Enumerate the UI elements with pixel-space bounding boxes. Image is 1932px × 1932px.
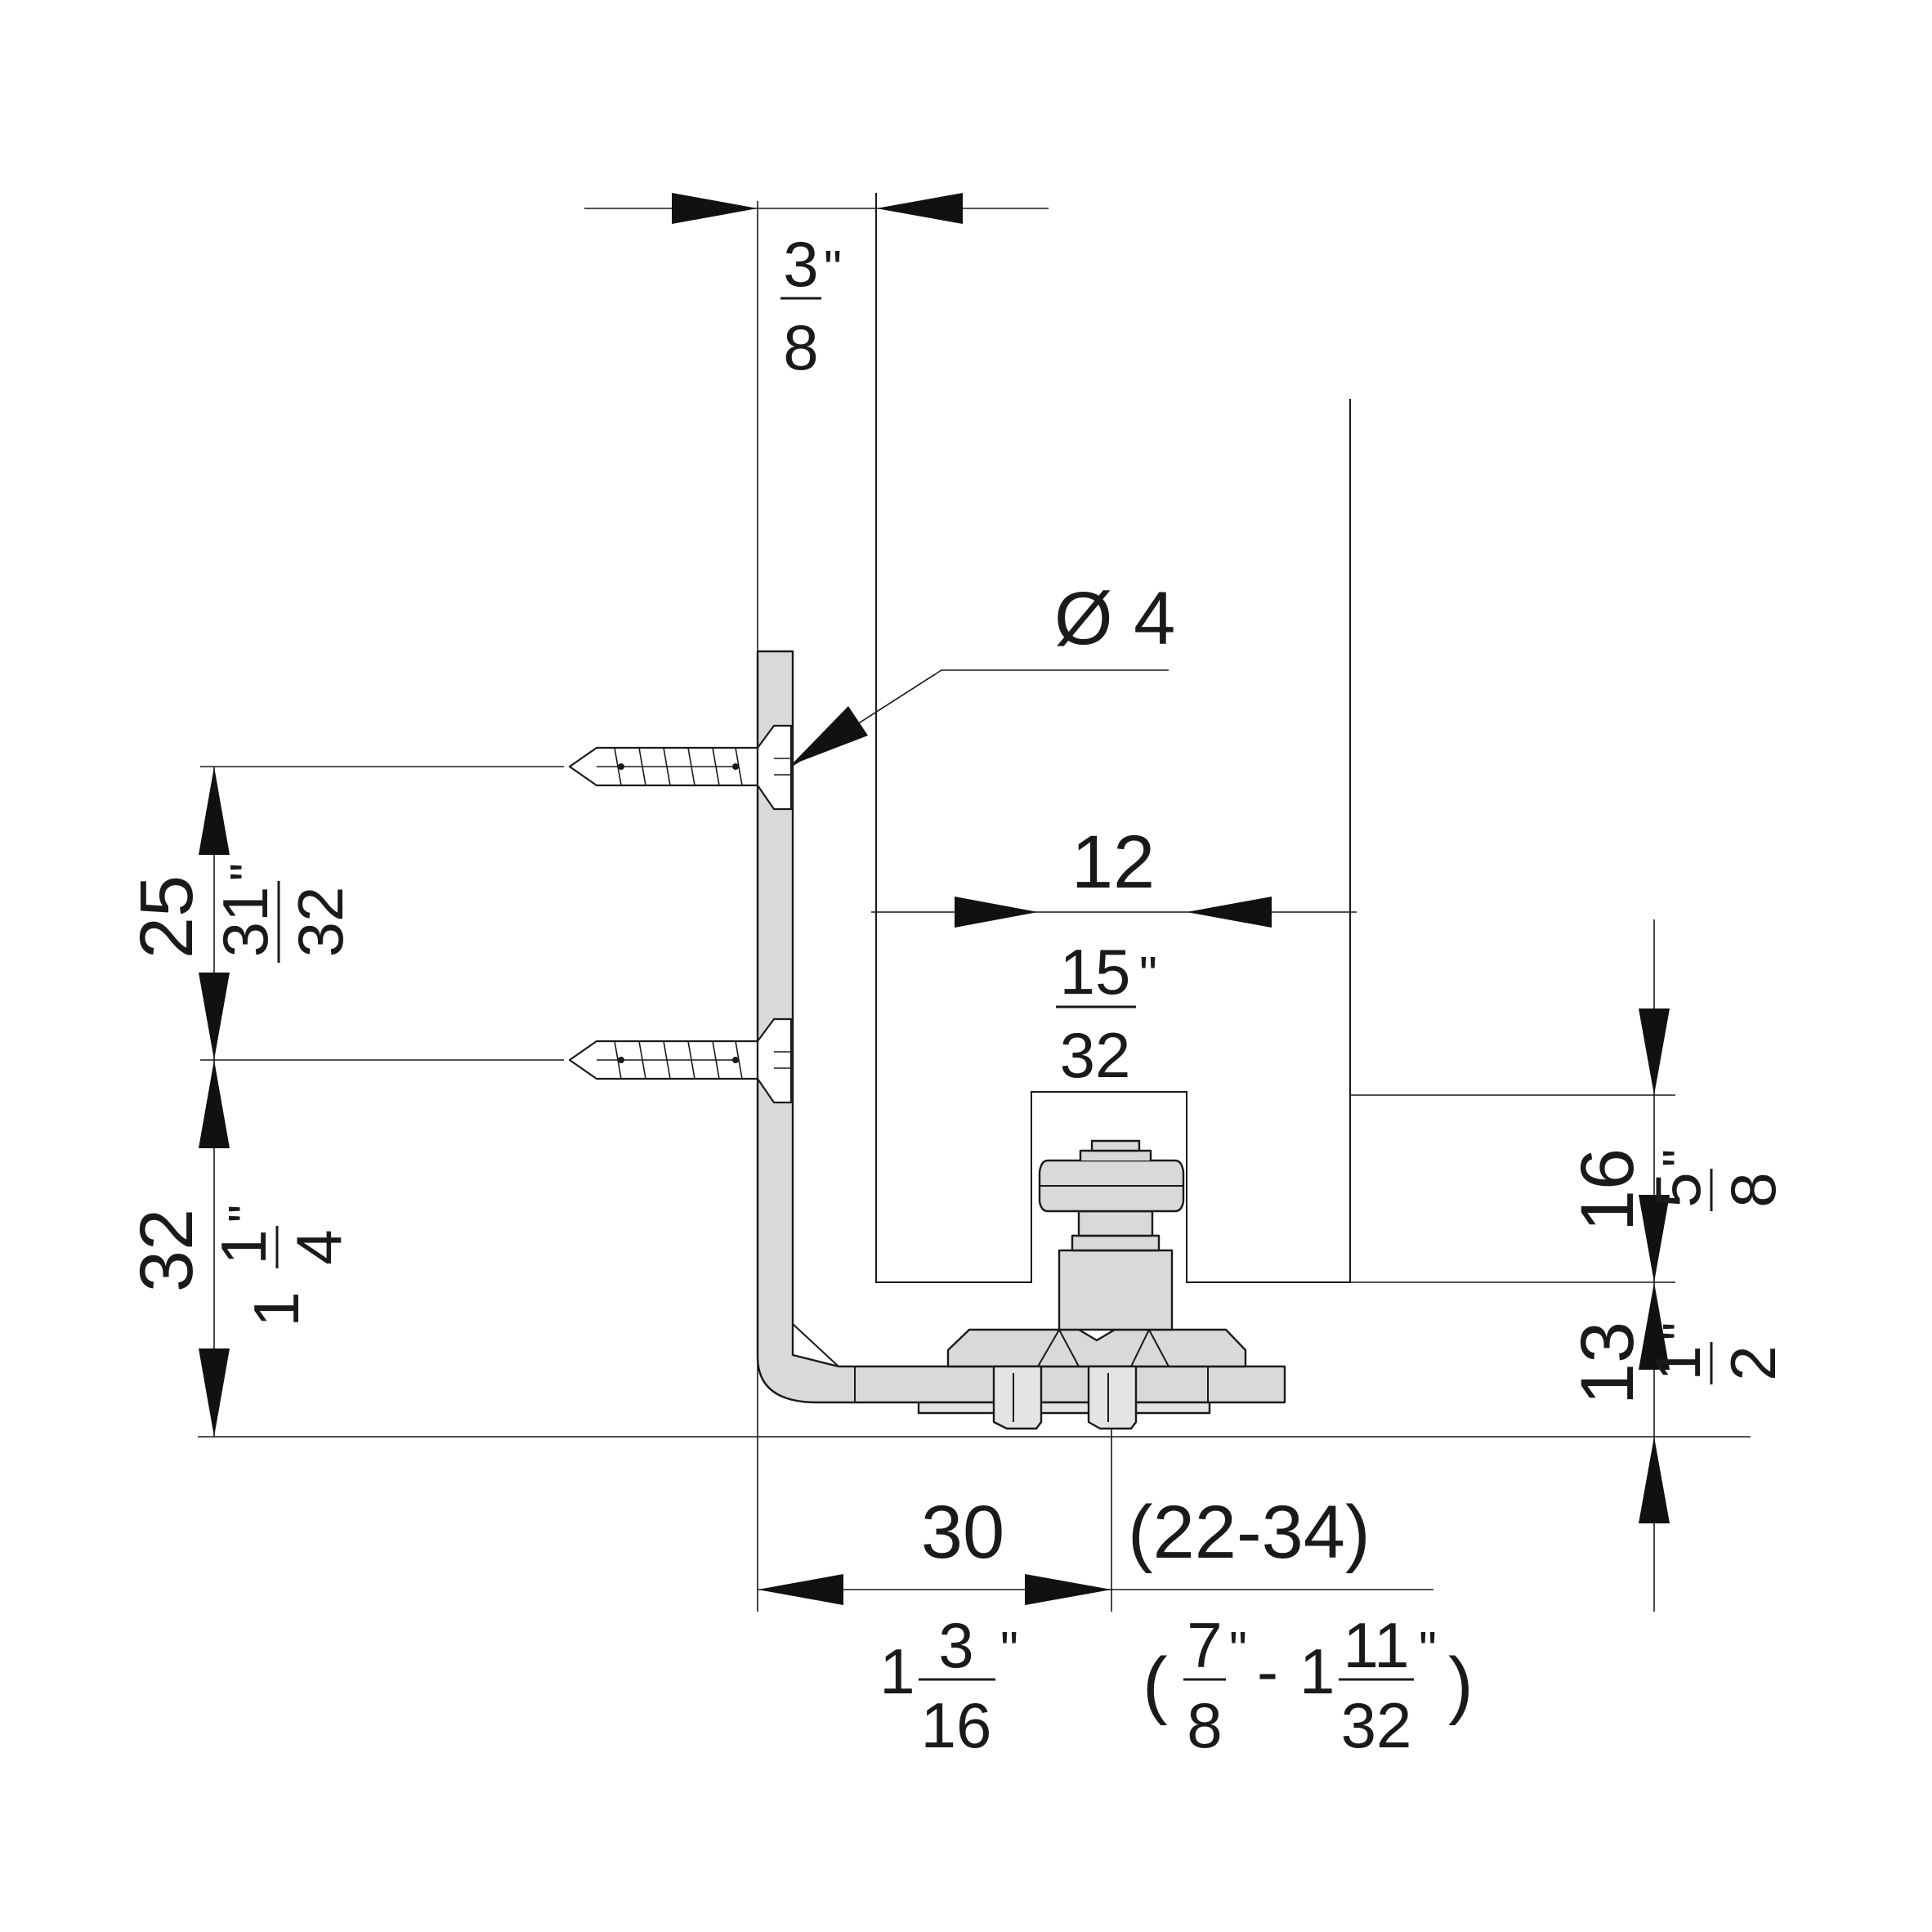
arrow-bottom-left xyxy=(758,1574,843,1605)
dim-screw-diameter: Ø 4 xyxy=(1054,577,1175,660)
dim-bottom-range-close: ) xyxy=(1448,1643,1474,1726)
arrow-top-left xyxy=(672,193,758,224)
dim-slot-width-unit: " xyxy=(1139,947,1157,1004)
dim-bottom-range-dash: - xyxy=(1257,1635,1278,1707)
dim-lower-screw-height: 32 xyxy=(125,1209,208,1292)
dim-right-lower-frac: 1 2 " xyxy=(1642,1322,1789,1384)
dim-lower-screw-height-num: 1 xyxy=(208,1229,280,1264)
dim-right-upper-mm: 16 xyxy=(1566,1148,1649,1232)
dim-lower-screw-height-mm: 32 xyxy=(125,1209,208,1292)
arrow-slot-left xyxy=(955,897,1038,928)
dim-slot-width-mm: 12 xyxy=(1071,821,1155,904)
dim-bottom-offset-whole: 1 xyxy=(879,1635,915,1707)
dim-right-lower-mm: 13 xyxy=(1566,1322,1649,1405)
dim-bottom-range: (22-34) ( 7 8 " - 1 11 32 " ) xyxy=(1128,1491,1474,1761)
arrow-slot-right xyxy=(1187,897,1272,928)
arrow-right-13-top xyxy=(1639,1282,1670,1370)
dim-screw-spacing-frac: 31 32 " xyxy=(209,863,356,963)
arrow-left-25-top xyxy=(199,767,230,855)
arrow-left-32-top xyxy=(199,1060,230,1148)
dim-right-upper: 16 xyxy=(1566,1148,1649,1232)
dim-right-lower: 13 xyxy=(1566,1322,1649,1405)
dim-bottom-range-b-num: 11 xyxy=(1344,1609,1410,1681)
dim-bottom-range-a-num: 7 xyxy=(1187,1609,1222,1681)
dim-screw-spacing-num: 31 xyxy=(209,887,281,958)
dim-bottom-offset-mm: 30 xyxy=(921,1491,1004,1574)
dim-right-upper-den: 8 xyxy=(1717,1172,1789,1207)
dim-bottom-range-b-unit: " xyxy=(1419,1622,1437,1679)
dim-bottom-range-mm: (22-34) xyxy=(1128,1491,1371,1574)
dim-bottom-offset-num: 3 xyxy=(938,1609,973,1681)
arrow-right-16-top xyxy=(1639,1008,1670,1095)
arrow-right-13-bottom xyxy=(1639,1437,1670,1523)
dim-slot-width-den: 32 xyxy=(1060,1019,1131,1091)
upper-screw xyxy=(568,724,793,811)
arrow-leader-diameter xyxy=(791,706,868,765)
dim-lower-screw-height-frac: 1 1 4 " xyxy=(208,1205,355,1327)
dim-screw-spacing-unit: " xyxy=(221,863,277,881)
dim-right-upper-num: 5 xyxy=(1642,1172,1714,1207)
dim-lower-screw-height-unit: " xyxy=(219,1205,275,1223)
dim-bottom-range-a-unit: " xyxy=(1229,1622,1247,1679)
arrow-top-right xyxy=(876,193,963,224)
dim-right-upper-unit: " xyxy=(1653,1149,1710,1167)
arrow-right-16-bottom xyxy=(1639,1195,1670,1282)
dim-screw-spacing-den: 32 xyxy=(284,887,356,958)
dimension-arrows xyxy=(199,193,1670,1605)
dim-slot-width: 12 15 32 " xyxy=(1056,821,1157,1091)
dim-bottom-range-open: ( xyxy=(1143,1643,1168,1726)
arrow-left-32-bottom xyxy=(199,1348,230,1437)
dim-top-width-den: 8 xyxy=(783,311,818,383)
dim-slot-width-num: 15 xyxy=(1060,936,1131,1008)
dim-right-upper-frac: 5 8 " xyxy=(1642,1149,1789,1211)
dim-right-lower-num: 1 xyxy=(1642,1345,1714,1380)
dim-bottom-range-b-whole: 1 xyxy=(1299,1635,1335,1707)
dim-right-lower-unit: " xyxy=(1653,1322,1710,1340)
dim-lower-screw-height-whole: 1 xyxy=(240,1291,312,1326)
dim-screw-spacing: 25 xyxy=(125,875,208,959)
dim-top-width-num: 3 xyxy=(783,228,818,300)
dim-lower-screw-height-den: 4 xyxy=(283,1229,355,1264)
arrow-bottom-right xyxy=(1025,1574,1111,1605)
dim-bottom-offset-den: 16 xyxy=(921,1689,992,1761)
dim-bottom-range-a-den: 8 xyxy=(1187,1689,1222,1761)
lower-screw xyxy=(568,1017,793,1104)
dim-bottom-offset-unit: " xyxy=(1000,1622,1018,1679)
dim-bottom-range-b-den: 32 xyxy=(1341,1689,1412,1761)
arrow-left-25-bottom xyxy=(199,973,230,1060)
l-bracket xyxy=(756,650,1286,1404)
dim-top-width-unit: " xyxy=(824,241,842,297)
dim-top-width: 3 8 " xyxy=(780,228,842,383)
dim-bottom-offset: 30 1 3 16 " xyxy=(879,1491,1018,1761)
dim-screw-spacing-mm: 25 xyxy=(125,875,208,959)
dim-right-lower-den: 2 xyxy=(1717,1345,1789,1380)
height-adjuster xyxy=(917,1139,1247,1430)
